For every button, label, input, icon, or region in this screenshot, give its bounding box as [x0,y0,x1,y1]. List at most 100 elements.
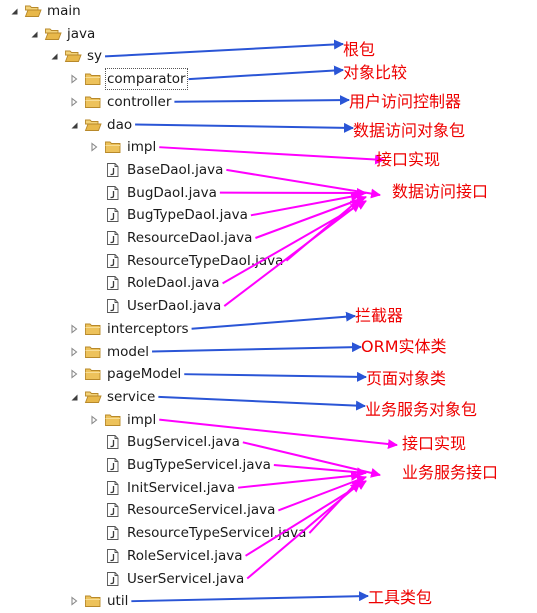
tree-row-model[interactable]: model [68,341,149,363]
tree-item-label: RoleDaoI.java [127,275,220,292]
expander-collapsed-icon[interactable] [68,96,80,108]
expander-spacer [88,255,100,267]
annotation-label-controller: 用户访问控制器 [349,92,462,111]
expander-collapsed-icon[interactable] [88,141,100,153]
tree-row-dao[interactable]: dao [68,114,132,136]
tree-row-dao-impl[interactable]: impl [88,136,156,158]
tree-row-ResourceServiceI[interactable]: ResourceServiceI.java [88,499,275,521]
tree-row-ResourceTypeServiceI[interactable]: ResourceTypeServiceI.java [88,522,306,544]
tree-item-label: comparator [105,68,188,91]
expander-spacer [88,573,100,585]
tree-row-UserServiceI[interactable]: UserServiceI.java [88,568,244,590]
annotation-label-interceptors: 拦截器 [355,306,404,325]
java-file-icon [104,162,122,178]
expander-spacer [88,482,100,494]
folder-icon [84,344,102,360]
annotation-label-dao: 数据访问对象包 [353,121,466,140]
expander-collapsed-icon[interactable] [88,414,100,426]
annotation-label-dao-impl: 接口实现 [376,150,441,169]
tree-row-ResourceTypeDaoI[interactable]: ResourceTypeDaoI.java [88,250,283,272]
annotation-label-sy: 根包 [343,40,376,59]
tree-item-label: BugTypeServiceI.java [127,457,271,473]
expander-expanded-icon[interactable] [8,5,20,17]
tree-item-label: util [107,593,129,610]
annotation-label-service-impl: 接口实现 [402,434,467,453]
tree-row-BugTypeDaoI[interactable]: BugTypeDaoI.java [88,204,248,226]
expander-collapsed-icon[interactable] [68,368,80,380]
tree-item-label: ResourceTypeServiceI.java [127,525,307,542]
tree-item-label: pageModel [107,366,182,383]
expander-collapsed-icon[interactable] [68,346,80,358]
tree-row-RoleServiceI[interactable]: RoleServiceI.java [88,545,243,567]
annotation-label-util: 工具类包 [368,588,433,607]
tree-item-label: impl [127,411,157,428]
annotation-label-comparator: 对象比较 [343,63,408,82]
expander-spacer [88,504,100,516]
java-file-icon [104,275,122,291]
java-file-icon [104,253,122,269]
folder-open-icon [44,26,62,42]
tree-row-java[interactable]: java [28,23,95,45]
java-file-icon [104,298,122,314]
expander-expanded-icon[interactable] [68,119,80,131]
tree-row-interceptors[interactable]: interceptors [68,318,189,340]
expander-spacer [88,232,100,244]
tree-row-controller[interactable]: controller [68,91,171,113]
tree-row-comparator[interactable]: comparator [68,68,188,91]
expander-expanded-icon[interactable] [68,391,80,403]
tree-item-label: model [107,343,150,360]
folder-icon [84,94,102,110]
java-file-icon [104,185,122,201]
tree-row-BugTypeServiceI[interactable]: BugTypeServiceI.java [88,454,271,476]
tree-item-label: ResourceDaoI.java [127,230,253,246]
folder-open-icon [64,48,82,64]
tree-row-util[interactable]: util [68,590,128,612]
expander-expanded-icon[interactable] [48,50,60,62]
folder-icon [84,321,102,337]
tree-row-RoleDaoI[interactable]: RoleDaoI.java [88,272,220,294]
java-file-icon [104,457,122,473]
tree-row-BugServiceI[interactable]: BugServiceI.java [88,431,240,453]
tree-item-label: java [67,25,96,42]
folder-open-icon [24,3,42,19]
tree-item-label: UserDaoI.java [127,298,222,315]
tree-row-pageModel[interactable]: pageModel [68,363,181,385]
expander-spacer [88,436,100,448]
tree-row-InitServiceI[interactable]: InitServiceI.java [88,477,235,499]
tree-item-label: BugTypeDaoI.java [127,207,248,224]
tree-item-label: BugServiceI.java [127,434,240,451]
expander-spacer [88,164,100,176]
tree-row-sy[interactable]: sy [48,45,102,67]
tree-item-label: BugDaoI.java [127,184,217,201]
tree-row-BugDaoI[interactable]: BugDaoI.java [88,182,217,204]
tree-item-label: InitServiceI.java [127,479,236,496]
expander-collapsed-icon[interactable] [68,323,80,335]
annotation-label-model: ORM实体类 [361,337,447,356]
tree-row-UserDaoI[interactable]: UserDaoI.java [88,295,221,317]
tree-item-label: impl [127,139,157,156]
tree-item-label: BaseDaoI.java [127,161,224,178]
tree-item-label: sy [87,48,103,65]
java-file-icon [104,525,122,541]
folder-icon [84,366,102,382]
annotation-label-pageModel: 页面对象类 [366,369,447,388]
folder-icon [104,412,122,428]
tree-row-main[interactable]: main [8,0,81,22]
expander-collapsed-icon[interactable] [68,73,80,85]
tree-row-service[interactable]: service [68,386,155,408]
folder-icon [104,139,122,155]
tree-row-BaseDaoI[interactable]: BaseDaoI.java [88,159,223,181]
java-file-icon [104,434,122,450]
java-file-icon [104,548,122,564]
tree-row-ResourceDaoI[interactable]: ResourceDaoI.java [88,227,252,249]
expander-collapsed-icon[interactable] [68,595,80,607]
tree-item-label: service [107,388,156,405]
expander-expanded-icon[interactable] [28,28,40,40]
expander-spacer [88,209,100,221]
annotation-label-service: 业务服务对象包 [365,400,478,419]
java-file-icon [104,207,122,223]
tree-item-label: ResourceTypeDaoI.java [127,252,284,269]
annotation-label-dao-interfaces: 数据访问接口 [392,182,489,201]
tree-row-service-impl[interactable]: impl [88,409,156,431]
